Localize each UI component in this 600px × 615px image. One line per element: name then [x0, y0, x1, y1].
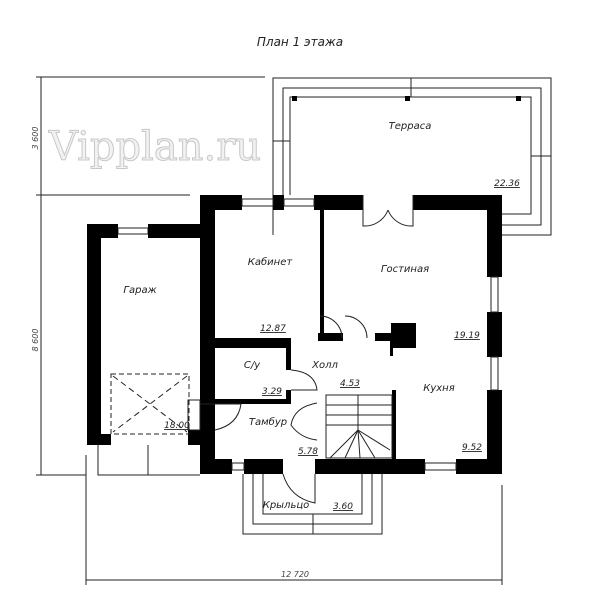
room-area-hall: 4.53 [340, 379, 360, 389]
plan-title: План 1 этажа [257, 35, 343, 49]
dimension-lines [36, 76, 503, 585]
room-name-vestibule: Тамбур [249, 416, 287, 428]
room-area-study: 12.87 [260, 324, 286, 334]
room-name-hall: Холл [311, 360, 338, 371]
room-name-wc: С/у [244, 360, 261, 371]
room-area-living: 19.19 [454, 331, 480, 341]
room-name-porch: Крыльцо [263, 500, 310, 511]
dim-house-depth: 8 600 [31, 329, 40, 352]
garage-walls [87, 224, 201, 476]
watermark: Vipplan.ru [48, 124, 261, 170]
windows [117, 198, 499, 471]
room-name-terrace: Терраса [389, 121, 432, 132]
room-name-kitchen: Кухня [423, 383, 455, 394]
room-name-living: Гостиная [381, 264, 429, 275]
porch-outline [242, 474, 383, 535]
room-area-terrace: 22.36 [494, 179, 520, 189]
dim-terrace-depth: 3 600 [31, 127, 40, 150]
doors [200, 195, 414, 504]
room-area-kitchen: 9.52 [462, 443, 482, 453]
room-area-porch: 3.60 [333, 502, 353, 512]
room-area-garage: 18.00 [164, 421, 190, 431]
room-area-wc: 3.29 [262, 387, 282, 397]
staircase [325, 394, 393, 459]
dim-total-width: 12 720 [281, 570, 309, 579]
room-name-study: Кабинет [248, 256, 294, 268]
terrace-outline [272, 77, 552, 236]
room-name-garage: Гараж [123, 285, 156, 296]
room-area-vestibule: 5.78 [298, 447, 318, 457]
